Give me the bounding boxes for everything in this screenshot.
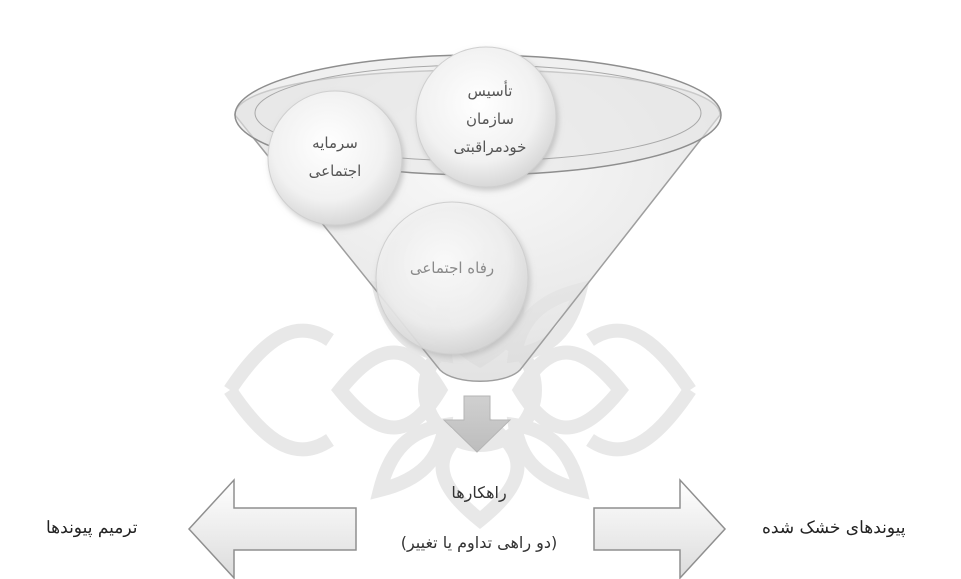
strategies-title: راهکارها (451, 483, 506, 503)
circle-social-capital (267, 90, 403, 226)
strategies-subtitle: (دو راهی تداوم یا تغییر) (401, 533, 558, 553)
down-arrow-icon (442, 395, 512, 453)
self-care-line3: خودمراقبتی (454, 138, 527, 156)
social-capital-line1: سرمایه (312, 134, 358, 152)
left-arrow-icon (187, 478, 357, 579)
right-label: پیوندهای خشک شده (762, 518, 906, 538)
self-care-line1: تأسیس (468, 80, 513, 100)
social-capital-line2: اجتماعی (309, 162, 362, 180)
self-care-line2: سازمان (466, 110, 514, 128)
left-label: ترمیم پیوندها (46, 518, 138, 538)
social-welfare-label: رفاه اجتماعی (410, 259, 494, 277)
circle-self-care-org (415, 46, 557, 188)
circle-social-welfare (375, 201, 529, 355)
right-arrow-icon (593, 478, 727, 579)
